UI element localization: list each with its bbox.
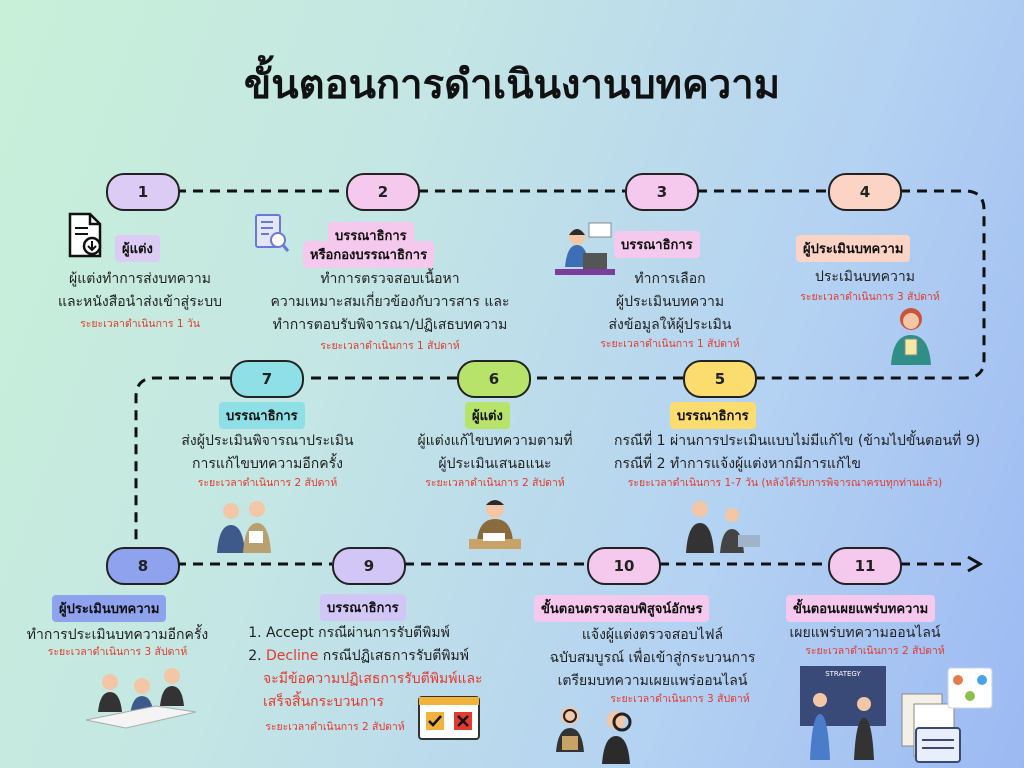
accept-decline-icon bbox=[418, 696, 480, 744]
step-1-desc-line1: ผู้แต่งทำการส่งบทความ bbox=[69, 271, 211, 287]
reviewers-panel-icon bbox=[85, 662, 197, 736]
step-6-number: 6 bbox=[457, 360, 531, 398]
step-3-duration: ระยะเวลาดำเนินการ 1 สัปดาห์ bbox=[600, 338, 740, 350]
step-5-number: 5 bbox=[683, 360, 757, 398]
step-9-accept-item: Accept กรณีผ่านการรับตีพิมพ์ bbox=[266, 622, 483, 645]
step-11-duration: ระยะเวลาดำเนินการ 2 สัปดาห์ bbox=[805, 645, 945, 657]
step-11-number: 11 bbox=[828, 547, 902, 585]
step-9-decline-item: Decline กรณีปฏิเสธการรับตีพิมพ์ bbox=[266, 645, 483, 668]
step-5-duration: ระยะเวลาดำเนินการ 1-7 วัน (หลังได้รับการ… bbox=[627, 477, 943, 489]
author-writing-icon bbox=[467, 495, 523, 557]
step-2-role-badge-line2: หรือกองบรรณาธิการ bbox=[303, 241, 435, 268]
step-2-desc-line2: ความเหมาะสมเกี่ยวข้องกับวารสาร และ bbox=[270, 294, 510, 310]
step-1-role-badge: ผู้แต่ง bbox=[115, 235, 160, 262]
meeting-people-icon bbox=[682, 497, 762, 557]
step-6-desc-line2: ผู้ประเมินเสนอแนะ bbox=[438, 456, 552, 472]
step-4-number: 4 bbox=[828, 173, 902, 211]
step-9-duration: ระยะเวลาดำเนินการ 2 สัปดาห์ bbox=[265, 721, 405, 733]
publish-strategy-icon: STRATEGY bbox=[798, 660, 1004, 768]
step-7-duration: ระยะเวลาดำเนินการ 2 สัปดาห์ bbox=[197, 477, 338, 489]
step-3-desc-line1: ทำการเลือก bbox=[634, 271, 706, 287]
step-6-duration: ระยะเวลาดำเนินการ 2 สัปดาห์ bbox=[425, 477, 565, 489]
step-1-desc-line2: และหนังสือนำส่งเข้าสู่ระบบ bbox=[57, 294, 223, 310]
step-10-desc-line2: ฉบับสมบูรณ์ เพื่อเข้าสู่กระบวนการ bbox=[549, 650, 756, 666]
step-2-desc-line1: ทำการตรวจสอบเนื้อหา bbox=[320, 271, 460, 287]
discussion-people-icon bbox=[215, 497, 275, 557]
step-3-number: 3 bbox=[625, 173, 699, 211]
person-laptop-icon bbox=[555, 215, 615, 289]
proofreading-people-icon bbox=[548, 702, 638, 768]
document-download-icon bbox=[66, 212, 104, 262]
step-4-role-badge: ผู้ประเมินบทความ bbox=[796, 235, 911, 262]
step-2-desc-line3: ทำการตอบรับพิจารณา/ปฏิเสธบทความ bbox=[272, 317, 508, 333]
step-8-number: 8 bbox=[106, 547, 180, 585]
step-9-decline-text: กรณีปฏิเสธการรับตีพิมพ์ bbox=[318, 648, 469, 664]
step-3-role-badge: บรรณาธิการ bbox=[614, 231, 700, 258]
step-4-desc-line1: ประเมินบทความ bbox=[815, 269, 915, 285]
step-8-duration: ระยะเวลาดำเนินการ 3 สัปดาห์ bbox=[47, 646, 188, 658]
step-11-role-badge: ขั้นตอนเผยแพร่บทความ bbox=[786, 595, 936, 622]
step-9-number: 9 bbox=[332, 547, 406, 585]
step-2-duration: ระยะเวลาดำเนินการ 1 สัปดาห์ bbox=[320, 340, 460, 352]
step-11-desc-line1: เผยแพร่บทความออนไลน์ bbox=[789, 625, 941, 641]
step-9-decline-word: Decline bbox=[266, 648, 319, 664]
step-9-decline-note-line2: เสร็จสิ้นกระบวนการ bbox=[263, 694, 384, 710]
step-6-role-badge: ผู้แต่ง bbox=[465, 402, 510, 429]
step-10-desc-line3: เตรียมบทความเผยแพร่ออนไลน์ bbox=[557, 673, 748, 689]
checklist-magnifier-icon bbox=[253, 212, 291, 260]
reviewer-woman-icon bbox=[885, 303, 937, 369]
step-7-desc-line1: ส่งผู้ประเมินพิจารณาประเมิน bbox=[181, 433, 354, 449]
step-5-desc-line2: กรณีที่ 2 ทำการแจ้งผู้แต่งหากมีการแก้ไข bbox=[614, 456, 861, 472]
step-7-number: 7 bbox=[230, 360, 304, 398]
step-8-desc-line1: ทำการประเมินบทความอีกครั้ง bbox=[26, 627, 209, 643]
page-title: ขั้นตอนการดำเนินงานบทความ bbox=[243, 62, 781, 108]
step-5-desc-line1: กรณีที่ 1 ผ่านการประเมินแบบไม่มีแก้ไข (ข… bbox=[614, 433, 981, 449]
step-10-duration: ระยะเวลาดำเนินการ 3 สัปดาห์ bbox=[610, 693, 750, 705]
step-5-role-badge: บรรณาธิการ bbox=[670, 402, 756, 429]
board-label: STRATEGY bbox=[825, 670, 861, 678]
step-7-role-badge: บรรณาธิการ bbox=[219, 402, 305, 429]
step-4-duration: ระยะเวลาดำเนินการ 3 สัปดาห์ bbox=[800, 291, 940, 303]
step-9-role-badge: บรรณาธิการ bbox=[320, 594, 406, 621]
step-7-desc-line2: การแก้ไขบทความอีกครั้ง bbox=[191, 456, 343, 472]
step-3-desc-line3: ส่งข้อมูลให้ผู้ประเมิน bbox=[608, 317, 732, 333]
step-10-role-badge: ขั้นตอนตรวจสอบพิสูจน์อักษร bbox=[534, 595, 710, 622]
step-1-number: 1 bbox=[106, 173, 180, 211]
step-2-number: 2 bbox=[346, 173, 420, 211]
step-10-number: 10 bbox=[587, 547, 661, 585]
step-9-decision-list: Accept กรณีผ่านการรับตีพิมพ์ Decline กรณ… bbox=[246, 622, 483, 714]
step-6-desc-line1: ผู้แต่งแก้ไขบทความตามที่ bbox=[417, 433, 573, 449]
step-1-duration: ระยะเวลาดำเนินการ 1 วัน bbox=[80, 318, 200, 330]
flow-arrowhead bbox=[967, 555, 983, 573]
step-10-desc-line1: แจ้งผู้แต่งตรวจสอบไฟล์ bbox=[581, 627, 724, 643]
step-8-role-badge: ผู้ประเมินบทความ bbox=[52, 595, 167, 622]
step-9-decline-note-line1: จะมีข้อความปฏิเสธการรับตีพิมพ์และ bbox=[263, 671, 483, 687]
step-3-desc-line2: ผู้ประเมินบทความ bbox=[615, 294, 725, 310]
